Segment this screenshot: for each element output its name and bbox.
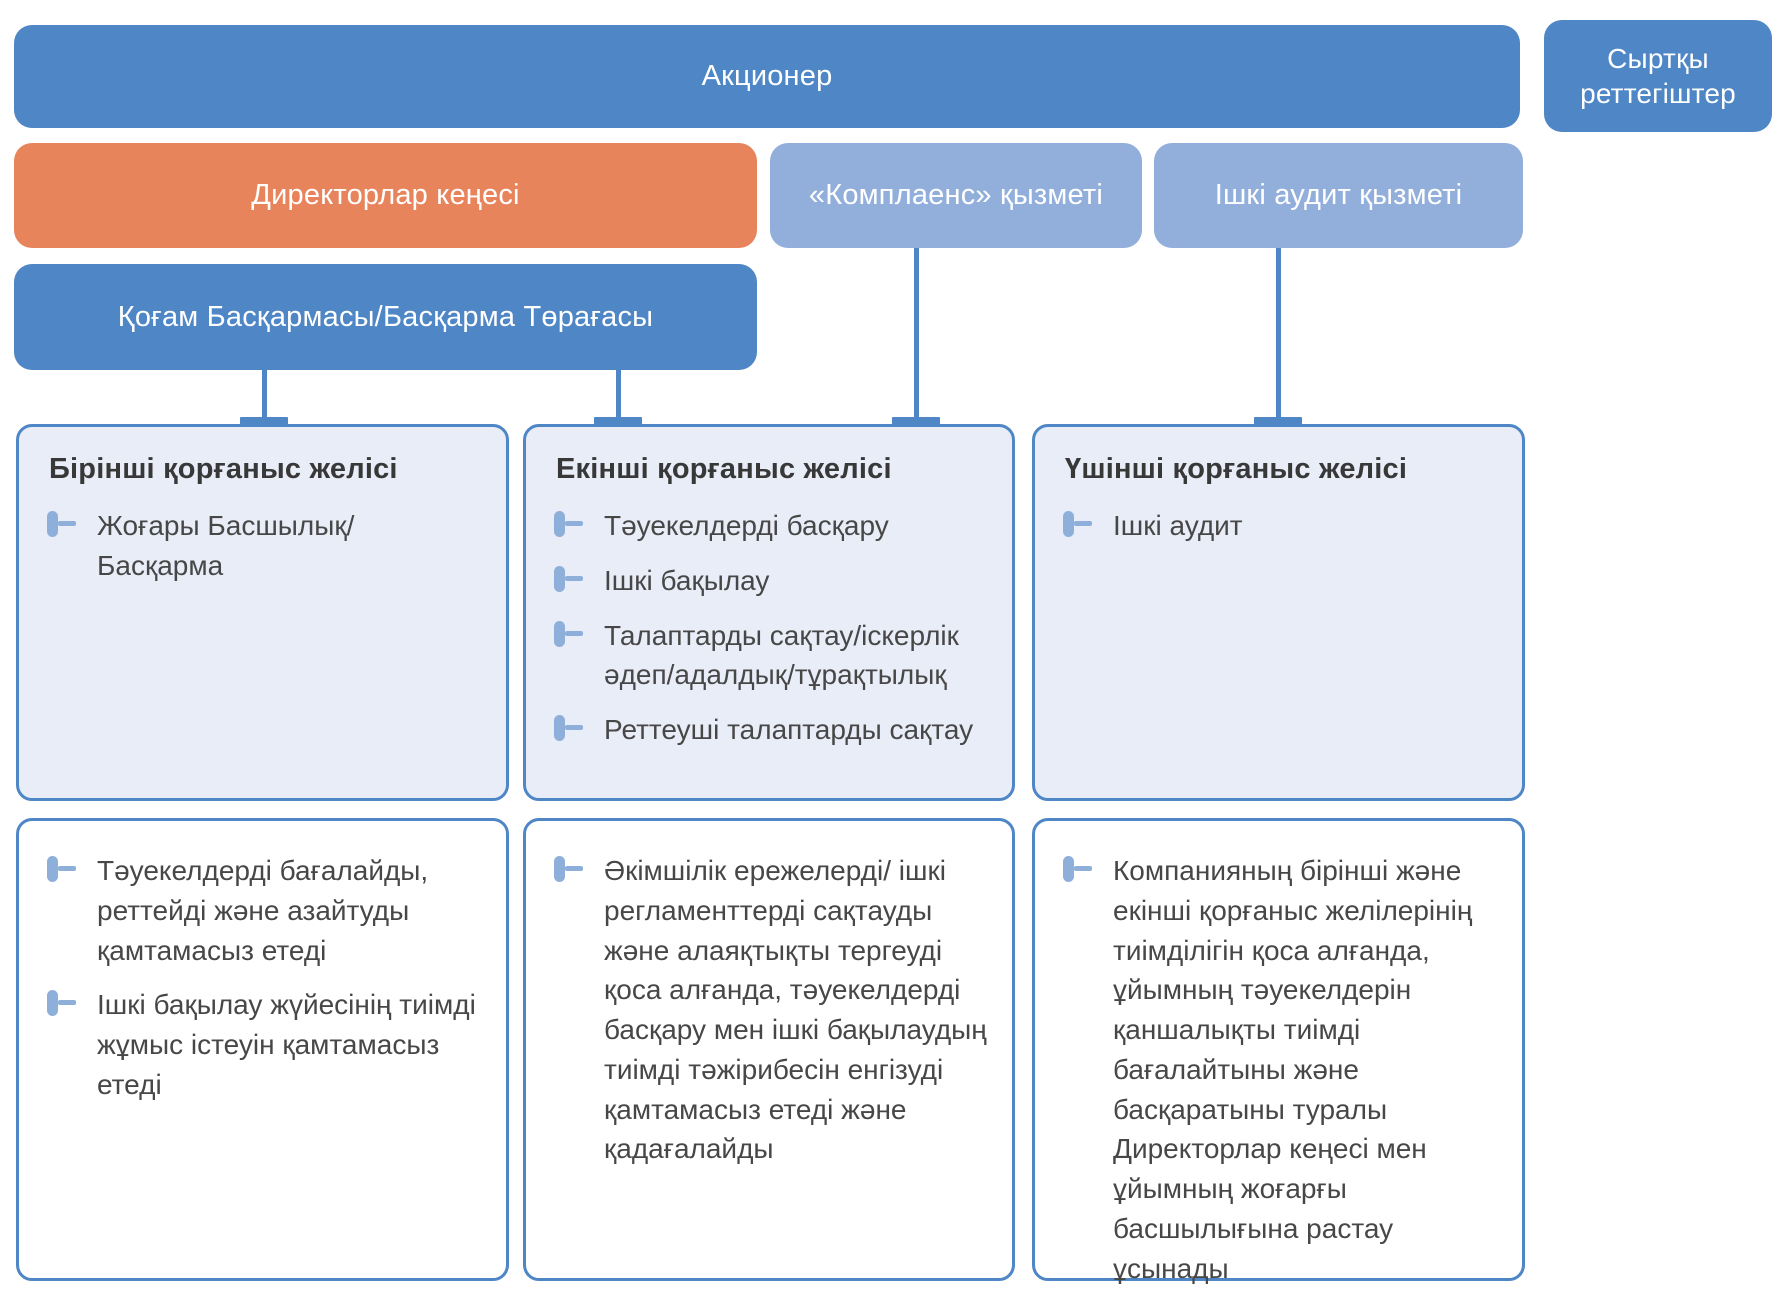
bullet-icon xyxy=(1063,856,1092,882)
external-regulators-box: Сыртқы реттегіштер xyxy=(1544,20,1772,132)
defense-line-2-responsibilities-list: Әкімшілік ережелерді/ ішкі регламенттерд… xyxy=(552,851,990,1169)
bullet-icon xyxy=(554,511,583,537)
defense-line-1-responsibilities-list: Тәуекелдерді бағалайды, реттейді және аз… xyxy=(45,851,484,1105)
compliance-service-box: «Комплаенс» қызметі xyxy=(770,143,1142,248)
defense-line-1-responsibilities-panel: Тәуекелдерді бағалайды, реттейді және аз… xyxy=(16,818,509,1281)
list-item: Жоғары Басшылық/ Басқарма xyxy=(45,506,484,586)
connector-tab-line2a xyxy=(594,417,642,425)
list-item: Талаптарды сақтау/іскерлік әдеп/адалдық/… xyxy=(552,616,990,696)
list-item: Тәуекелдерді басқару xyxy=(552,506,990,546)
defense-line-1-panel: Бірінші қорғаныс желісі Жоғары Басшылық/… xyxy=(16,424,509,801)
bullet-icon xyxy=(554,565,583,592)
defense-line-2-responsibilities-panel: Әкімшілік ережелерді/ ішкі регламенттерд… xyxy=(523,818,1015,1281)
internal-audit-service-box: Ішкі аудит қызметі xyxy=(1154,143,1523,248)
connector-tab-line1 xyxy=(240,417,288,425)
connector-management-to-line1 xyxy=(262,370,267,424)
board-of-directors-box: Директорлар кеңесі xyxy=(14,143,757,248)
bullet-icon xyxy=(47,511,76,537)
defense-line-3-responsibilities-panel: Компанияның бірінші және екінші қорғаныс… xyxy=(1032,818,1525,1284)
connector-compliance-to-line2 xyxy=(914,248,919,424)
internal-audit-service-label: Ішкі аудит қызметі xyxy=(1214,179,1463,212)
bullet-icon xyxy=(554,620,583,647)
bullet-icon xyxy=(554,715,583,741)
management-board-label: Қоғам Басқармасы/Басқарма Төрағасы xyxy=(117,300,654,333)
list-item: Ішкі аудит xyxy=(1061,506,1500,546)
list-item: Ішкі бақылау xyxy=(552,561,990,601)
list-item: Тәуекелдерді бағалайды, реттейді және аз… xyxy=(45,851,484,970)
board-of-directors-label: Директорлар кеңесі xyxy=(251,179,520,212)
defense-line-2-header: Екінші қорғаныс желісі xyxy=(556,453,892,485)
defense-line-1-header: Бірінші қорғаныс желісі xyxy=(49,453,398,485)
defense-line-1-list: Жоғары Басшылық/ Басқарма xyxy=(45,506,484,586)
bullet-icon xyxy=(47,856,76,882)
list-item: Әкімшілік ережелерді/ ішкі регламенттерд… xyxy=(552,851,990,1169)
connector-management-to-line2 xyxy=(616,370,621,424)
bullet-icon xyxy=(47,990,76,1017)
list-item: Ішкі бақылау жүйесінің тиімді жұмыс істе… xyxy=(45,985,484,1104)
defense-line-3-responsibilities-list: Компанияның бірінші және екінші қорғаныс… xyxy=(1061,851,1500,1288)
external-regulators-label: Сыртқы реттегіштер xyxy=(1580,43,1736,109)
connector-tab-line2b xyxy=(892,417,940,425)
defense-line-3-header: Үшінші қорғаныс желісі xyxy=(1065,453,1408,485)
defense-line-3-panel: Үшінші қорғаныс желісі Ішкі аудит xyxy=(1032,424,1525,801)
list-item: Компанияның бірінші және екінші қорғаныс… xyxy=(1061,851,1500,1288)
connector-audit-to-line3 xyxy=(1276,248,1281,424)
shareholder-box: Акционер xyxy=(14,25,1520,128)
connector-tab-line3 xyxy=(1254,417,1302,425)
bullet-icon xyxy=(554,856,583,882)
bullet-icon xyxy=(1063,511,1092,537)
compliance-service-label: «Комплаенс» қызметі xyxy=(808,179,1104,212)
defense-line-3-list: Ішкі аудит xyxy=(1061,506,1500,546)
defense-line-2-list: Тәуекелдерді басқару Ішкі бақылау Талапт… xyxy=(552,506,990,750)
list-item: Реттеуші талаптарды сақтау xyxy=(552,710,990,750)
management-board-box: Қоғам Басқармасы/Басқарма Төрағасы xyxy=(14,264,757,370)
defense-line-2-panel: Екінші қорғаныс желісі Тәуекелдерді басқ… xyxy=(523,424,1015,801)
shareholder-label: Акционер xyxy=(701,60,833,93)
